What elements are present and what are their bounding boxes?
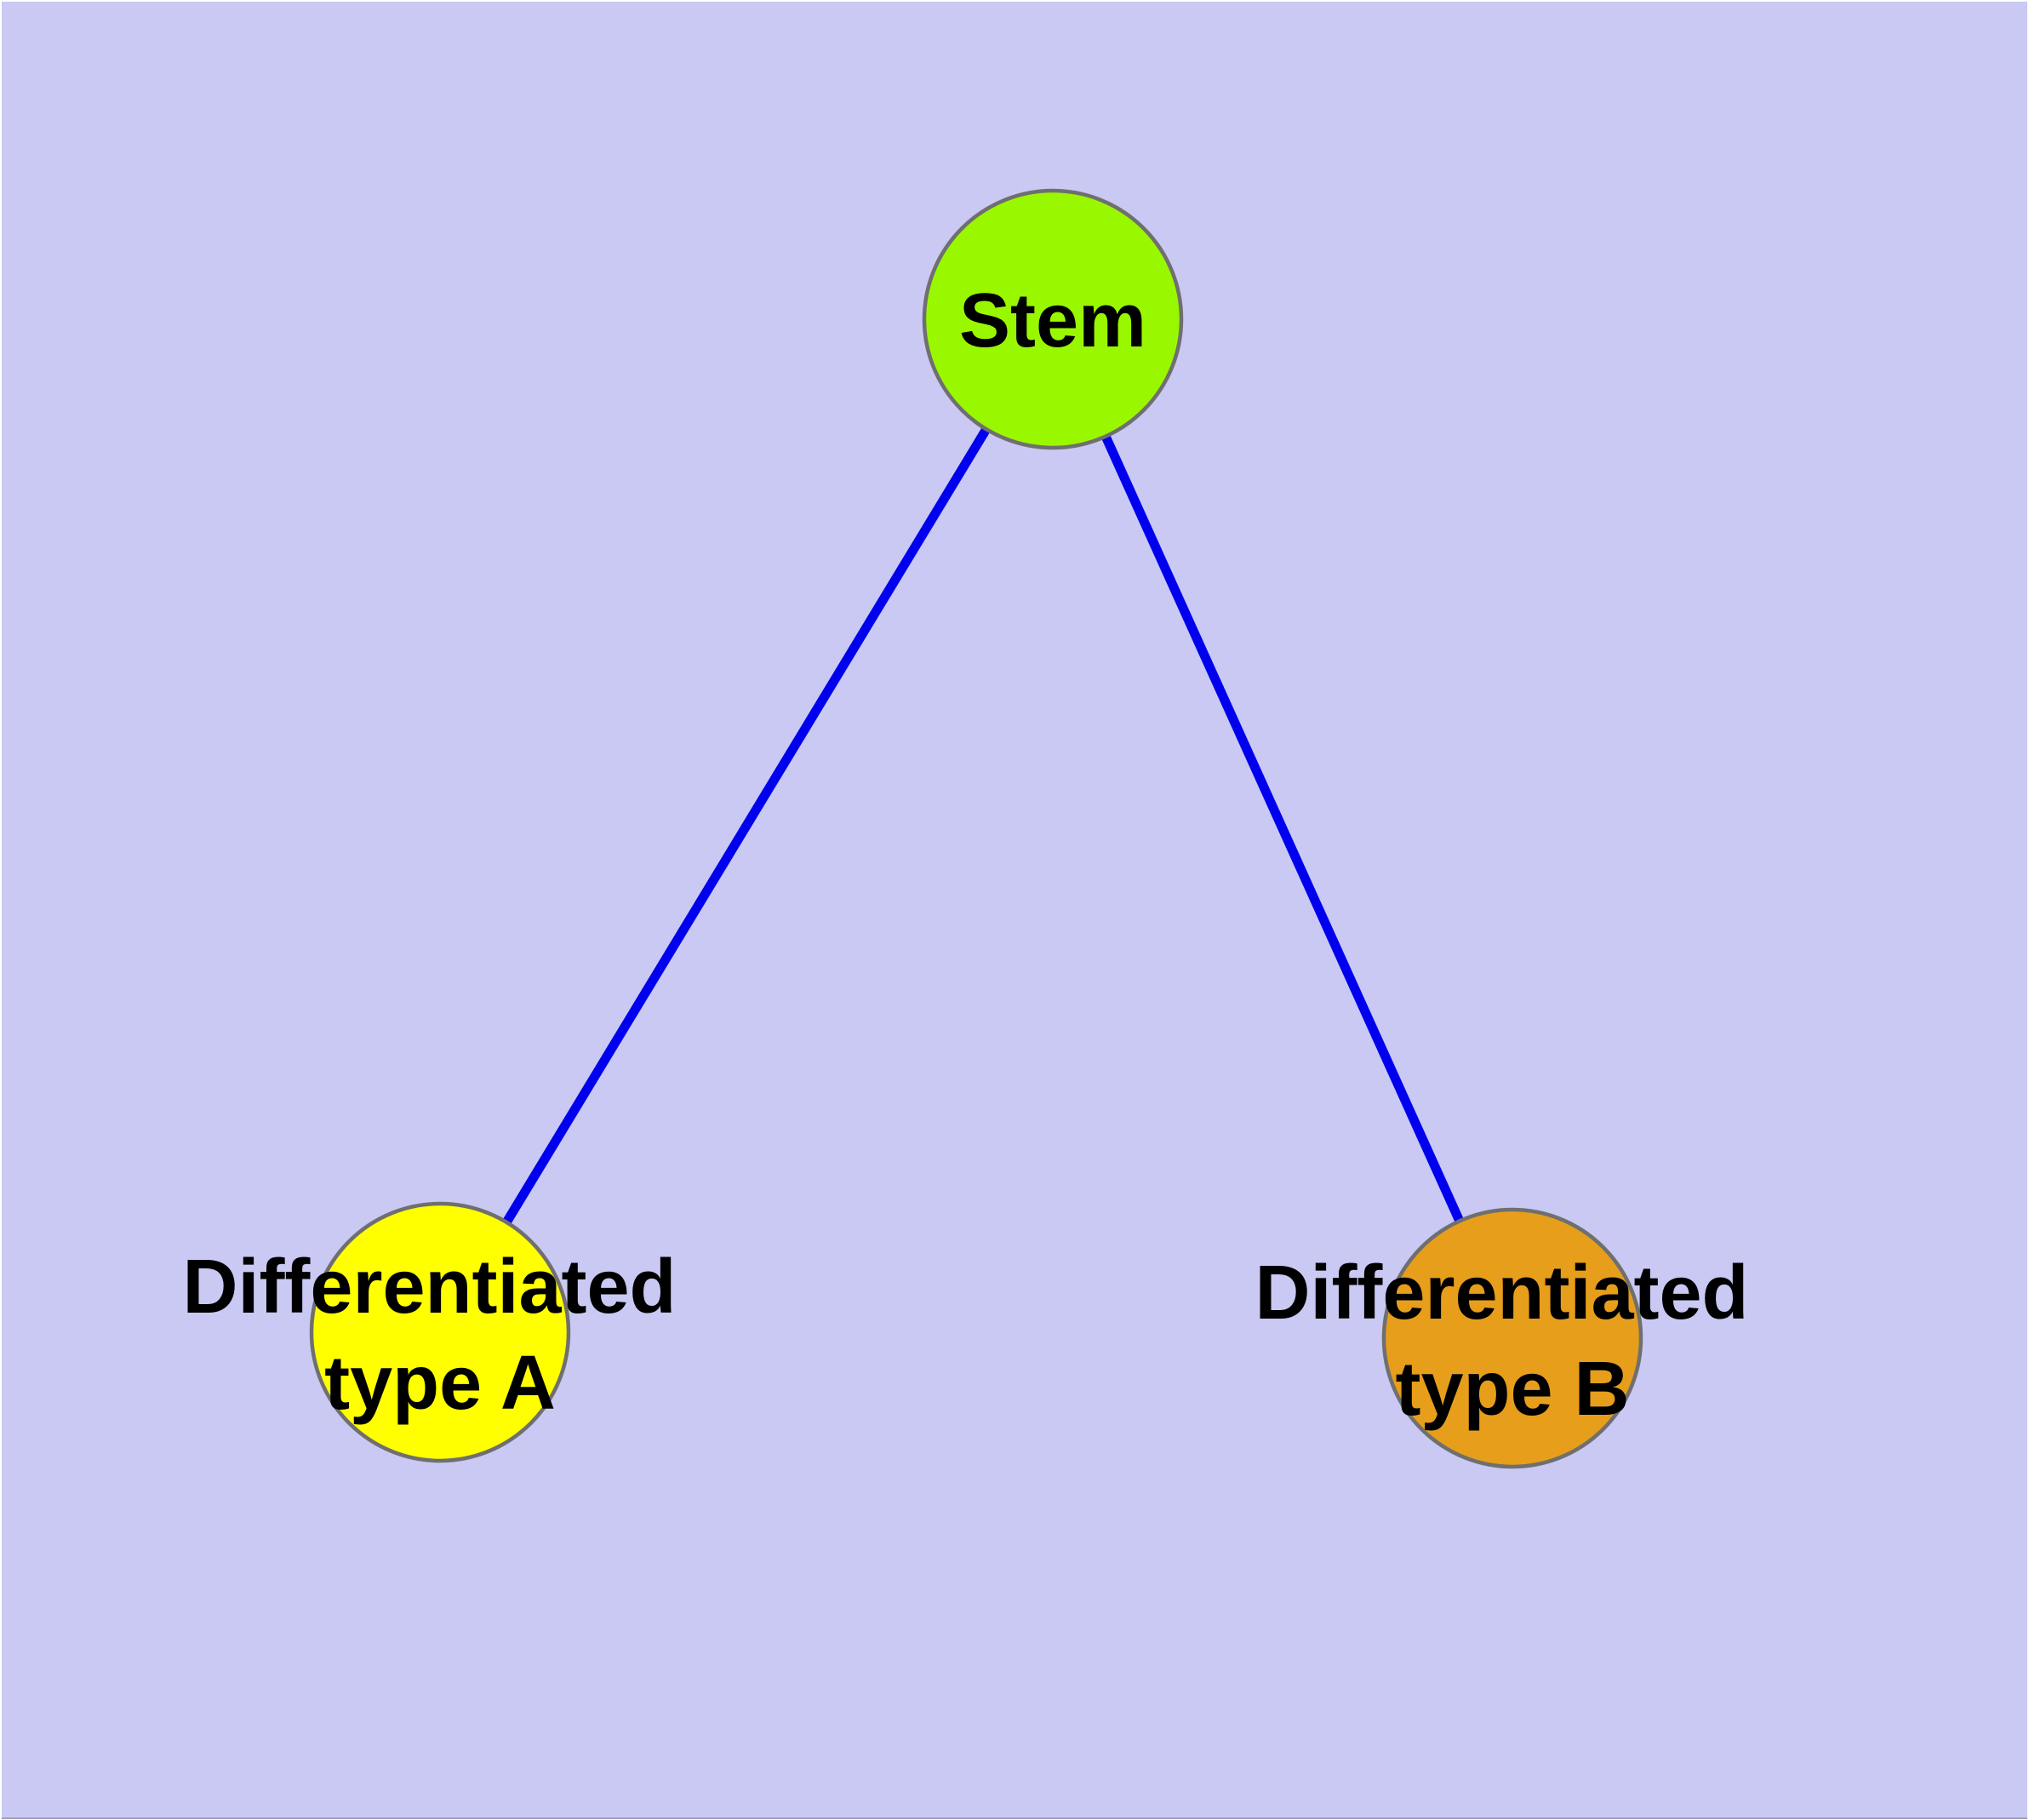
- node-differentiated-type-a-label-line2: type A: [324, 1341, 556, 1426]
- node-stem-label: Stem: [959, 278, 1146, 363]
- node-differentiated-type-a: Differentiated type A: [182, 1201, 697, 1463]
- edge-stem-to-differentiated-type-b: [1048, 317, 1517, 1341]
- node-differentiated-type-b-label-line2: type B: [1395, 1347, 1629, 1432]
- node-differentiated-type-b-circle: [1381, 1207, 1643, 1469]
- node-stem-circle: [922, 188, 1184, 450]
- node-differentiated-type-a-label: Differentiated type A: [182, 1219, 697, 1426]
- node-differentiated-type-b-label: Differentiated type B: [1255, 1225, 1769, 1432]
- node-differentiated-type-a-label-line1: Differentiated: [182, 1245, 676, 1330]
- window-bottom-edge: [2, 1817, 2027, 1819]
- node-differentiated-type-b: Differentiated type B: [1255, 1207, 1769, 1469]
- node-differentiated-type-a-circle: [309, 1201, 571, 1463]
- edge-stem-to-differentiated-type-a: [436, 317, 1057, 1335]
- node-stem: Stem: [922, 188, 1184, 450]
- node-differentiated-type-b-label-line1: Differentiated: [1255, 1251, 1748, 1336]
